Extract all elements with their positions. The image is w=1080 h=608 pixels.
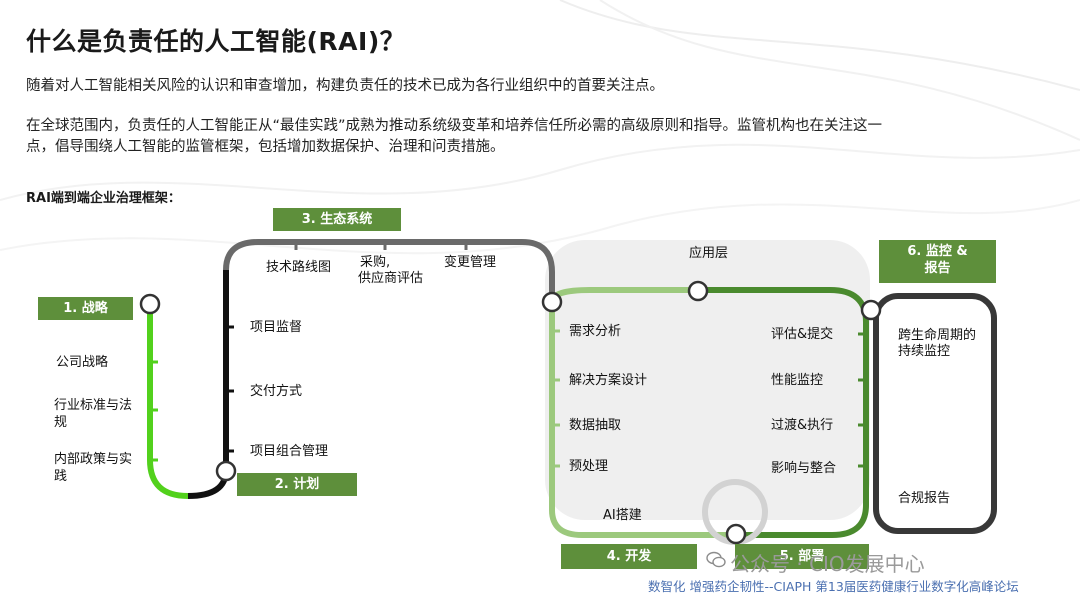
label-lifecycle-monitoring-1: 跨生命周期的 [898, 328, 977, 343]
watermark-account: 公众号 · CIO发展中心 [730, 552, 925, 576]
footer-event-text: 数智化 增强药企韧性--CIAPH 第13届医药健康行业数字化高峰论坛 [648, 579, 1019, 594]
monitor-loop [873, 293, 997, 534]
label-transition-execution: 过渡&执行 [771, 418, 834, 433]
label-company-strategy: 公司战略 [56, 355, 109, 370]
label-lifecycle-monitoring-2: 持续监控 [898, 344, 951, 359]
node-plan [215, 460, 237, 482]
intro-paragraph: 随着对人工智能相关风险的认识和审查增加，构建负责任的技术已成为各行业组织中的首要… [26, 78, 664, 94]
plan-ticks [226, 325, 234, 453]
label-preprocessing: 预处理 [569, 459, 609, 474]
tag-monitor-line-1: 6. 监控 & [907, 244, 968, 259]
page-title: 什么是负责任的人工智能(RAI)？ [26, 27, 406, 56]
label-ai-build: AI搭建 [603, 508, 642, 523]
ecosystem-ticks [294, 242, 468, 250]
label-delivery-method: 交付方式 [250, 384, 303, 399]
deploy-ticks [858, 332, 866, 468]
develop-ticks [552, 329, 560, 468]
label-industry-standards: 行业标准与法规 [54, 398, 133, 430]
node-deploy [725, 523, 747, 545]
label-project-oversight: 项目监督 [250, 320, 303, 335]
tag-deploy: 5. 部署 [735, 544, 869, 569]
label-tech-roadmap: 技术路线图 [266, 260, 332, 275]
label-internal-policy: 内部政策与实践 [54, 452, 133, 484]
global-paragraph-line-2: 点，倡导围绕人工智能的监管框架，包括增加数据保护、治理和问责措施。 [26, 139, 505, 155]
strategy-line [147, 301, 191, 499]
tag-strategy: 1. 战略 [38, 297, 133, 320]
tag-ecosystem: 3. 生态系统 [273, 208, 401, 231]
node-monitor [860, 299, 882, 321]
label-solution-design: 解决方案设计 [569, 373, 648, 388]
label-compliance-report: 合规报告 [898, 491, 951, 506]
ecosystem-line [223, 239, 555, 302]
deploy-line [698, 287, 869, 538]
node-develop [541, 291, 563, 313]
label-change-management: 变更管理 [444, 255, 497, 270]
node-strategy-start [139, 293, 161, 315]
label-application-layer: 应用层 [689, 246, 729, 261]
station-nodes [139, 280, 882, 545]
wechat-icon [706, 551, 726, 569]
strategy-ticks [150, 360, 158, 462]
label-data-extraction: 数据抽取 [569, 418, 622, 433]
label-evaluate-submit: 评估&提交 [771, 327, 834, 342]
label-requirements-analysis: 需求分析 [569, 324, 622, 339]
framework-title: RAI端到端企业治理框架： [26, 191, 181, 206]
label-performance-monitoring: 性能监控 [771, 373, 824, 388]
label-impact-integration: 影响与整合 [771, 461, 837, 476]
tag-monitor-report: 6. 监控 & 报告 [879, 240, 996, 283]
node-application-layer [687, 280, 709, 302]
label-portfolio-management: 项目组合管理 [250, 444, 329, 459]
label-vendor-assessment: 供应商评估 [358, 271, 424, 286]
tag-monitor-line-2: 报告 [924, 261, 951, 276]
tag-plan: 2. 计划 [237, 473, 357, 496]
label-procurement: 采购, [360, 255, 391, 270]
tag-develop: 4. 开发 [561, 544, 697, 569]
global-paragraph-line-1: 在全球范围内，负责任的人工智能正从“最佳实践”成熟为推动系统级变革和培养信任所必… [26, 118, 883, 134]
application-layer-panel [545, 240, 870, 520]
